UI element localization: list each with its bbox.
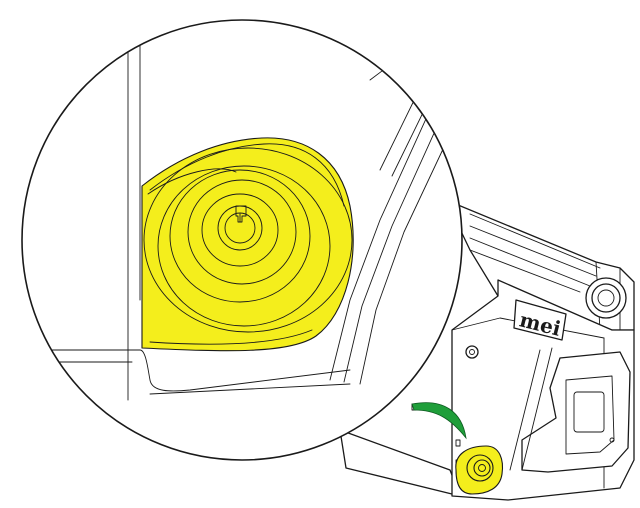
zoom-circle-border	[21, 19, 463, 461]
curved-arrow-icon	[411, 402, 467, 440]
device-base	[339, 429, 461, 497]
screw-icon	[465, 345, 479, 359]
latch-lever	[521, 351, 631, 473]
brand-logo-plate	[513, 299, 567, 341]
highlighted-cam-large	[141, 137, 354, 352]
device-unit: mei	[339, 199, 635, 501]
zoom-detail-view	[21, 19, 463, 461]
highlighted-cam-small	[455, 445, 504, 495]
